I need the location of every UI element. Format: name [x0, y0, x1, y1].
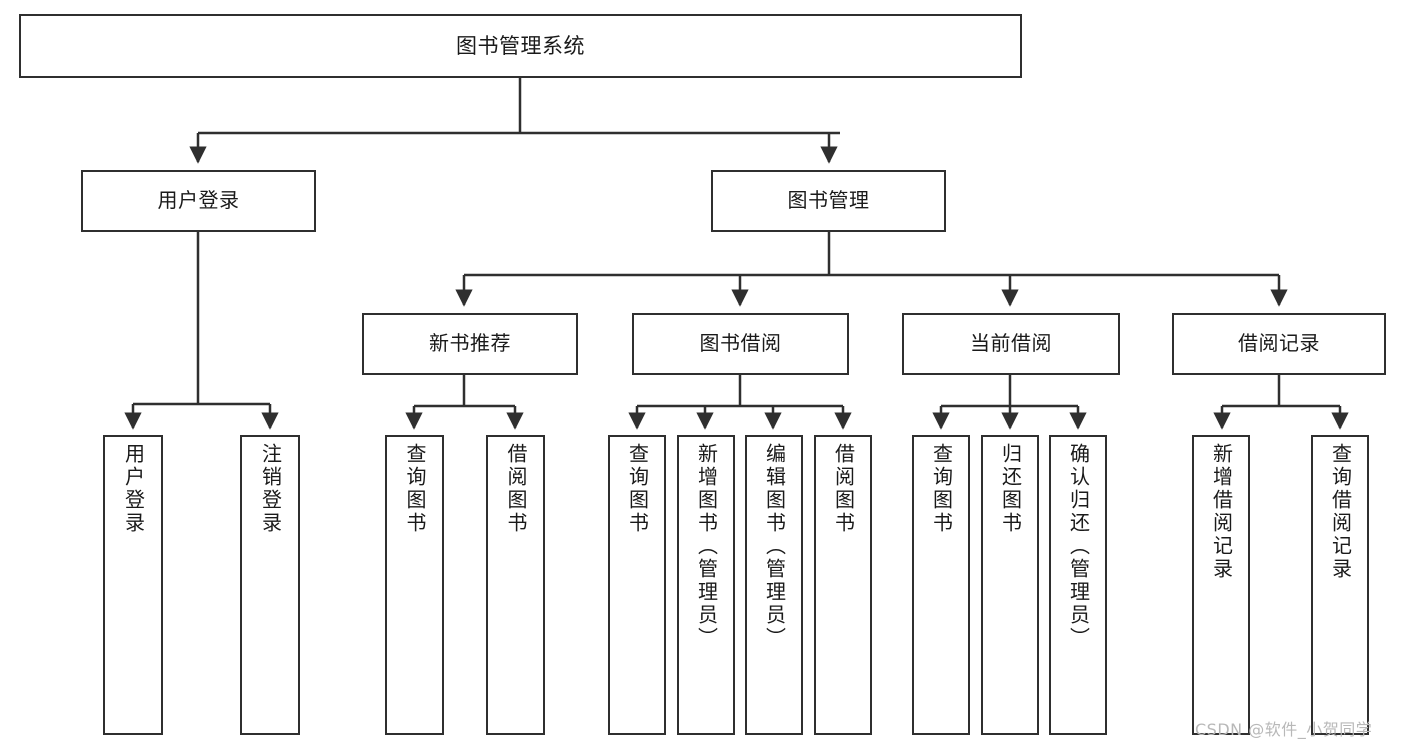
node-new-book-rec[interactable]: 新书推荐 [362, 313, 578, 375]
node-leaf-query-book-2[interactable]: 查询图书 [608, 435, 666, 735]
node-book-manage[interactable]: 图书管理 [711, 170, 946, 232]
node-leaf-add-record[interactable]: 新增借阅记录 [1192, 435, 1250, 735]
node-root-label: 图书管理系统 [456, 33, 585, 58]
node-leaf-user-login[interactable]: 用户登录 [103, 435, 163, 735]
node-leaf-add-book[interactable]: 新增图书（管理员） [677, 435, 735, 735]
node-leaf-query-book-1-label: 查询图书 [403, 443, 427, 535]
node-leaf-logout[interactable]: 注销登录 [240, 435, 300, 735]
node-leaf-query-book-2-label: 查询图书 [625, 443, 650, 535]
node-leaf-borrow-book-2-label: 借阅图书 [831, 443, 856, 535]
node-leaf-confirm-return-label: 确认归还（管理员） [1066, 443, 1091, 650]
node-leaf-add-book-label: 新增图书（管理员） [694, 443, 719, 650]
node-leaf-confirm-return[interactable]: 确认归还（管理员） [1049, 435, 1107, 735]
node-leaf-borrow-book-1-label: 借阅图书 [504, 443, 528, 535]
node-new-book-rec-label: 新书推荐 [429, 331, 511, 356]
node-leaf-edit-book[interactable]: 编辑图书（管理员） [745, 435, 803, 735]
node-user-login[interactable]: 用户登录 [81, 170, 316, 232]
node-leaf-query-book-1[interactable]: 查询图书 [385, 435, 444, 735]
node-leaf-user-login-label: 用户登录 [121, 443, 146, 535]
node-leaf-query-book-3-label: 查询图书 [929, 443, 954, 535]
node-book-borrow[interactable]: 图书借阅 [632, 313, 849, 375]
node-leaf-query-book-3[interactable]: 查询图书 [912, 435, 970, 735]
node-leaf-add-record-label: 新增借阅记录 [1209, 443, 1234, 581]
node-leaf-logout-label: 注销登录 [258, 443, 283, 535]
node-current-borrow-label: 当前借阅 [970, 331, 1052, 356]
node-root[interactable]: 图书管理系统 [19, 14, 1022, 78]
node-leaf-return-book[interactable]: 归还图书 [981, 435, 1039, 735]
node-leaf-borrow-book-1[interactable]: 借阅图书 [486, 435, 545, 735]
node-borrow-record[interactable]: 借阅记录 [1172, 313, 1386, 375]
node-leaf-borrow-book-2[interactable]: 借阅图书 [814, 435, 872, 735]
node-current-borrow[interactable]: 当前借阅 [902, 313, 1120, 375]
node-borrow-record-label: 借阅记录 [1238, 331, 1320, 356]
node-leaf-edit-book-label: 编辑图书（管理员） [762, 443, 787, 650]
node-user-login-label: 用户登录 [157, 188, 240, 213]
csdn-watermark: CSDN @软件_小贺同学 [1195, 720, 1373, 739]
node-book-borrow-label: 图书借阅 [699, 331, 782, 356]
node-leaf-return-book-label: 归还图书 [998, 443, 1023, 535]
node-leaf-query-record-label: 查询借阅记录 [1328, 443, 1353, 581]
node-leaf-query-record[interactable]: 查询借阅记录 [1311, 435, 1369, 735]
node-book-manage-label: 图书管理 [787, 188, 870, 213]
